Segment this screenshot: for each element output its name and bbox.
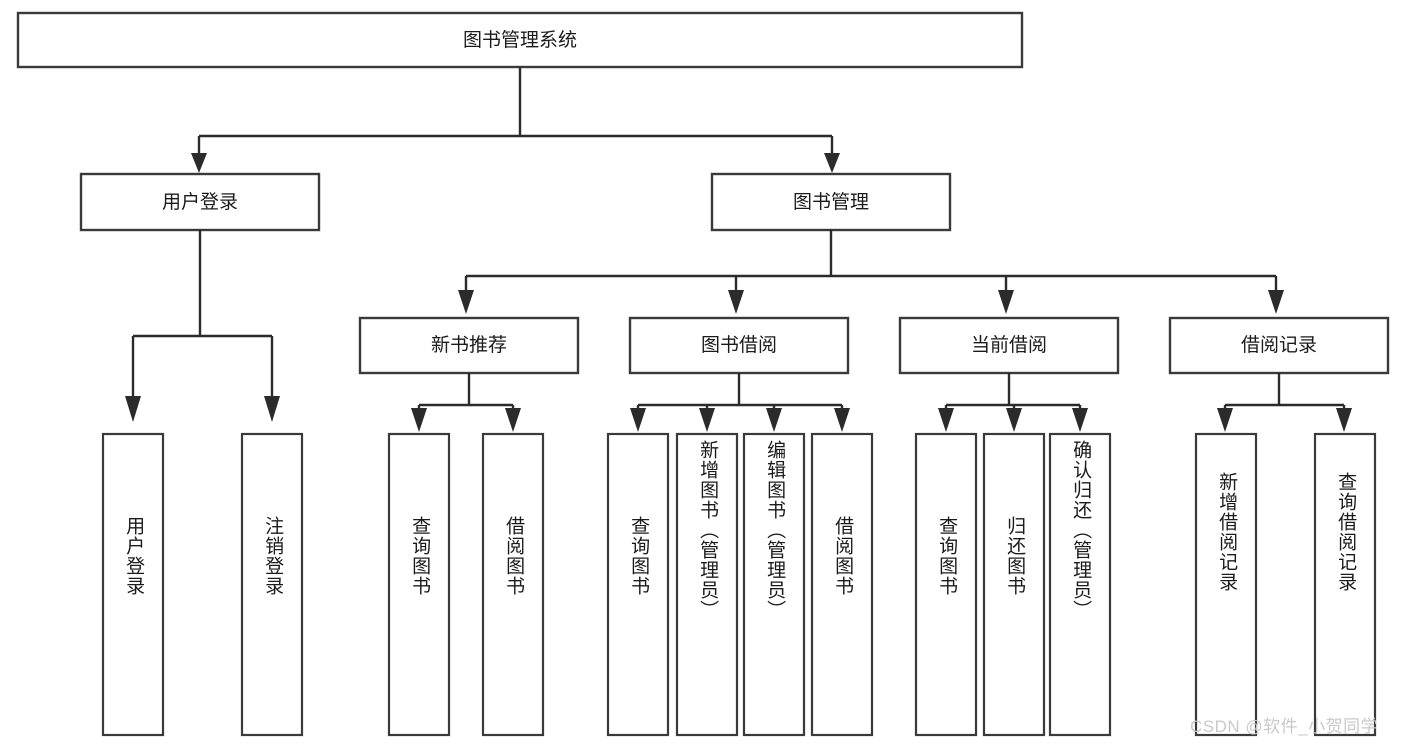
connector-new-book-recommend-to-leaves: [411, 373, 521, 432]
arrow-head-icon: [1072, 408, 1088, 432]
leaf-label-wrap-logout-login: 注销登录: [242, 434, 302, 735]
node-book-manage[interactable]: 图书管理: [710, 172, 952, 232]
watermark-text: CSDN @软件_小贺同学: [1190, 717, 1379, 736]
leaf-label-wrap-user-login: 用户登录: [103, 434, 163, 735]
connector-root-to-level1: [191, 67, 840, 173]
leaf-box-query-book-2[interactable]: [606, 432, 670, 737]
leaf-label-edit-book: 编辑图书（管理员）: [764, 440, 786, 620]
node-root[interactable]: 图书管理系统: [16, 11, 1024, 69]
leaf-box-query-record[interactable]: [1313, 432, 1377, 737]
leaf-label-borrow-book-1: 借阅图书: [503, 516, 525, 596]
leaf-label-wrap-borrow-book-2: 借阅图书: [812, 434, 872, 735]
leaf-label-query-book-1: 查询图书: [409, 516, 431, 596]
connector-user-login-to-leaves: [125, 230, 280, 422]
arrow-head-icon: [998, 290, 1014, 314]
connector-borrow-record-to-leaves: [1217, 373, 1352, 432]
leaf-box-return-book[interactable]: [982, 432, 1046, 737]
connector-book-borrow-to-leaves: [630, 373, 850, 432]
leaf-label-add-book: 新增图书（管理员）: [697, 440, 719, 620]
connector-current-borrow-to-leaves: [938, 373, 1088, 432]
node-new-book-recommend[interactable]: 新书推荐: [358, 316, 580, 375]
node-borrow-record[interactable]: 借阅记录: [1168, 316, 1390, 375]
leaf-label-logout-login: 注销登录: [262, 516, 284, 596]
connector-book-manage-to-level2: [458, 230, 1284, 314]
node-book-borrow[interactable]: 图书借阅: [628, 316, 850, 375]
leaf-label-wrap-add-book: 新增图书（管理员）: [677, 434, 737, 735]
leaf-label-query-record: 查询借阅记录: [1335, 472, 1357, 592]
leaf-label-add-record: 新增借阅记录: [1216, 472, 1238, 592]
arrow-head-icon: [766, 408, 782, 432]
arrow-head-icon: [938, 408, 954, 432]
leaf-box-add-record[interactable]: [1194, 432, 1258, 737]
node-borrow-record-box[interactable]: [1168, 316, 1390, 375]
leaf-box-borrow-book-2[interactable]: [810, 432, 874, 737]
arrow-head-icon: [1268, 290, 1284, 314]
leaf-box-borrow-book-1[interactable]: [481, 432, 545, 737]
node-book-manage-box[interactable]: [710, 172, 952, 232]
leaf-box-logout-login[interactable]: [240, 432, 304, 737]
leaf-label-wrap-edit-book: 编辑图书（管理员）: [744, 434, 804, 735]
leaf-label-wrap-query-record: 查询借阅记录: [1315, 434, 1375, 735]
node-book-manage-label: 图书管理: [793, 191, 869, 213]
leaf-label-return-book: 归还图书: [1004, 516, 1026, 596]
leaf-label-wrap-confirm-return: 确认归还（管理员）: [1050, 434, 1110, 735]
node-current-borrow[interactable]: 当前借阅: [898, 316, 1120, 375]
leaf-label-wrap-borrow-book-1: 借阅图书: [483, 434, 543, 735]
arrow-head-icon: [699, 408, 715, 432]
node-user-login-box[interactable]: [79, 172, 321, 232]
node-new-book-recommend-box[interactable]: [358, 316, 580, 375]
leaf-box-query-book-1[interactable]: [387, 432, 451, 737]
leaf-box-query-book-3[interactable]: [914, 432, 978, 737]
leaf-label-borrow-book-2: 借阅图书: [832, 516, 854, 596]
leaf-box-confirm-return[interactable]: [1048, 432, 1112, 737]
leaf-label-query-book-2: 查询图书: [628, 516, 650, 596]
leaf-label-user-login: 用户登录: [123, 516, 145, 596]
leaf-box-add-book[interactable]: [675, 432, 739, 737]
arrow-head-icon: [1006, 408, 1022, 432]
arrow-head-icon: [264, 396, 280, 422]
leaf-label-wrap-query-book-2: 查询图书: [608, 434, 668, 735]
node-new-book-recommend-label: 新书推荐: [431, 334, 507, 356]
node-book-borrow-label: 图书借阅: [701, 334, 777, 356]
node-book-borrow-box[interactable]: [628, 316, 850, 375]
leaf-label-confirm-return: 确认归还（管理员）: [1070, 440, 1092, 620]
arrow-head-icon: [505, 408, 521, 432]
leaf-label-query-book-3: 查询图书: [936, 516, 958, 596]
node-user-login-label: 用户登录: [162, 191, 238, 213]
node-root-label: 图书管理系统: [463, 29, 577, 51]
leaf-box-user-login[interactable]: [101, 432, 165, 737]
arrow-head-icon: [1336, 408, 1352, 432]
arrow-head-icon: [824, 153, 840, 173]
leaf-label-wrap-add-record: 新增借阅记录: [1196, 434, 1256, 735]
leaf-label-wrap-query-book-3: 查询图书: [916, 434, 976, 735]
arrow-head-icon: [834, 408, 850, 432]
node-borrow-record-label: 借阅记录: [1241, 334, 1317, 356]
leaf-label-wrap-query-book-1: 查询图书: [389, 434, 449, 735]
arrow-head-icon: [191, 153, 207, 173]
node-user-login[interactable]: 用户登录: [79, 172, 321, 232]
arrow-head-icon: [411, 408, 427, 432]
leaf-label-wrap-return-book: 归还图书: [984, 434, 1044, 735]
node-current-borrow-label: 当前借阅: [971, 334, 1047, 356]
arrow-head-icon: [125, 396, 141, 422]
arrow-head-icon: [1217, 408, 1233, 432]
arrow-head-icon: [728, 290, 744, 314]
node-root-box[interactable]: [16, 11, 1024, 69]
arrow-head-icon: [630, 408, 646, 432]
arrow-head-icon: [458, 290, 474, 314]
leaf-box-edit-book[interactable]: [742, 432, 806, 737]
